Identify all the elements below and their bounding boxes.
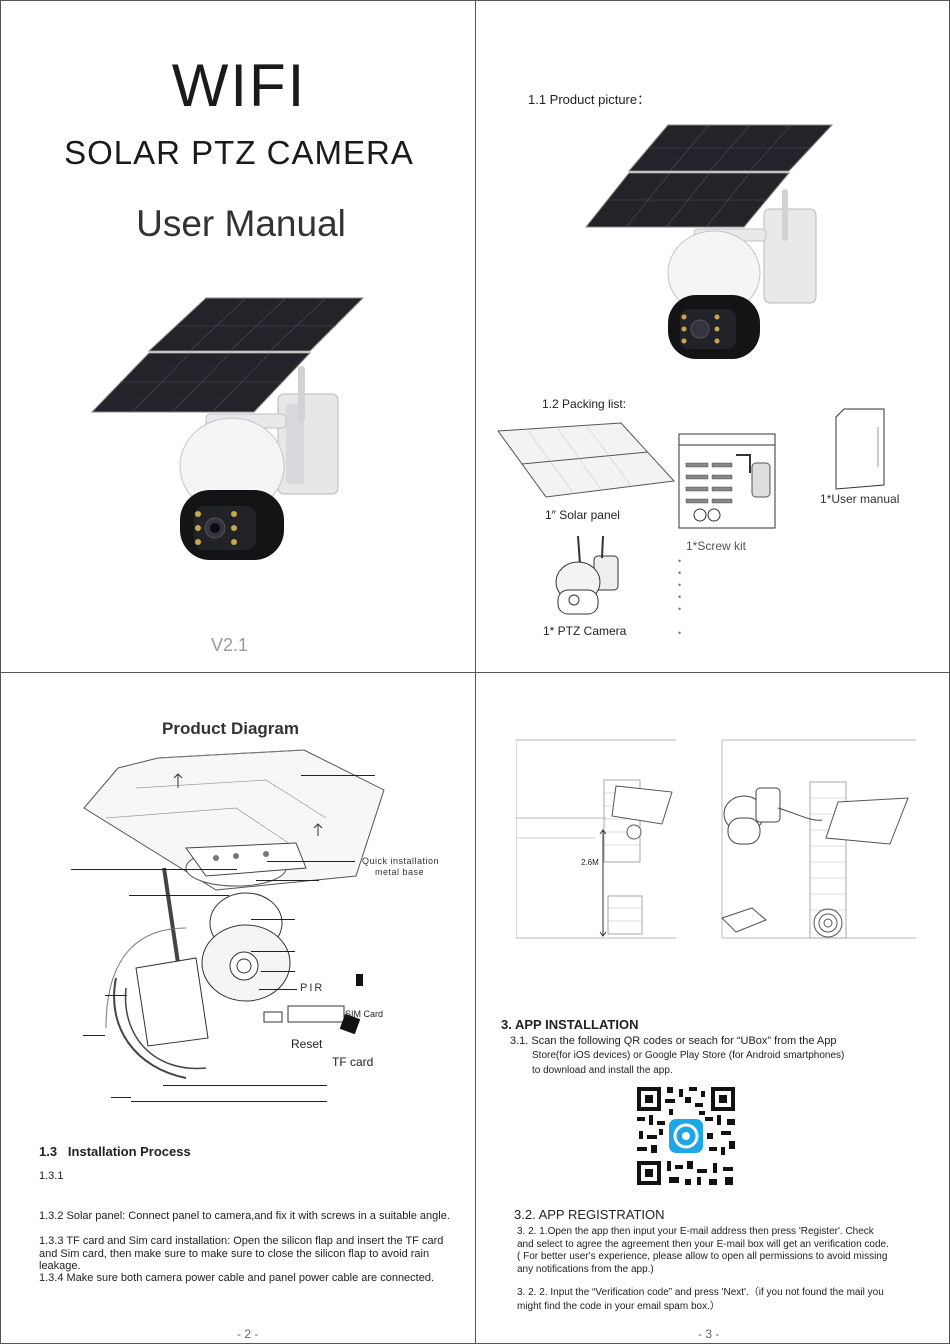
product-page: 1.1 Product picture： 1.2 Packing list: [475, 0, 950, 673]
quick-install-label: Quick installation [362, 856, 440, 866]
step-1-3-2: 1.3.2 Solar panel: Connect panel to came… [39, 1210, 450, 1222]
callout-line [71, 869, 237, 870]
installation-section-title: 1.3 Installation Process [39, 1144, 191, 1159]
cover-title: WIFI [171, 52, 307, 119]
callout-line [301, 775, 375, 776]
screw-kit-item-icon [678, 433, 776, 529]
registration-step-3-2-2: 3. 2. 2. Input the “Verification code” a… [517, 1287, 884, 1312]
cover-subtitle: SOLAR PTZ CAMERA [64, 134, 414, 171]
callout-line [267, 861, 355, 862]
callout-line [131, 1101, 327, 1102]
installation-scene-illustration [516, 739, 916, 939]
sim-card-label: SIM Card [345, 1009, 384, 1019]
product-picture-heading: 1.1 Product picture： [528, 92, 651, 107]
callout-line [129, 895, 229, 896]
app-install-title: 3. APP INSTALLATION [501, 1017, 639, 1032]
product-diagram-page: Product Diagram [0, 672, 476, 1344]
app-install-line1: 3.1. Scan the following QR codes or seac… [510, 1035, 837, 1047]
callout-line [105, 995, 127, 996]
tf-card-label: TF card [332, 1055, 374, 1069]
page-number: - 3 - [698, 1327, 720, 1341]
mount-height-label: 2.6M [581, 858, 599, 867]
packing-list-heading: 1.2 Packing list: [542, 397, 627, 411]
user-manual-item-icon [835, 408, 885, 490]
user-manual-item-label: 1*User manual [820, 492, 900, 506]
cover-manual-title: User Manual [136, 203, 346, 244]
callout-line [83, 1035, 105, 1036]
product-exploded-diagram [83, 749, 385, 1079]
registration-step-3-2-1: 3. 2. 1.Open the app then input your E-m… [517, 1226, 889, 1275]
step-1-3-1: 1.3.1 [39, 1170, 64, 1182]
ptz-camera-item-label: 1* PTZ Camera [543, 624, 627, 638]
pir-label: PIR [300, 982, 325, 994]
step-1-3-3: 1.3.3 TF card and Sim card installation:… [39, 1235, 444, 1272]
product-diagram-heading: Product Diagram [162, 719, 299, 738]
callout-line [259, 989, 297, 990]
version-label: V2.1 [211, 635, 249, 655]
cover-page: WIFI SOLAR PTZ CAMERA User Manual [0, 0, 476, 673]
callout-line [111, 1097, 131, 1098]
callout-line [251, 951, 295, 952]
screw-kit-bullets: •••••• [678, 556, 682, 638]
screw-kit-item-label: 1*Screw kit [686, 539, 747, 553]
callout-line [251, 919, 295, 920]
solar-camera-illustration [90, 297, 365, 560]
metal-base-label: metal base [375, 867, 425, 877]
app-install-line3: to download and install the app. [532, 1065, 673, 1076]
ubox-app-qr-code[interactable] [635, 1085, 737, 1187]
app-install-line2: Store(for iOS devices) or Google Play St… [532, 1050, 845, 1061]
solar-panel-item-label: 1″ Solar panel [545, 508, 620, 522]
ptz-camera-item-icon [555, 535, 619, 615]
page-number: - 2 - [237, 1327, 259, 1341]
reset-label: Reset [291, 1037, 323, 1051]
step-1-3-4: 1.3.4 Make sure both camera power cable … [39, 1272, 435, 1284]
product-picture-illustration [584, 124, 834, 359]
app-install-page: 2.6M 3. APP INSTALLATION 3.1. Scan the f… [475, 672, 950, 1344]
solar-panel-item-icon [497, 422, 676, 498]
app-registration-title: 3.2. APP REGISTRATION [514, 1207, 665, 1222]
callout-line [163, 1085, 327, 1086]
callout-line [261, 971, 295, 972]
callout-line [256, 880, 319, 881]
